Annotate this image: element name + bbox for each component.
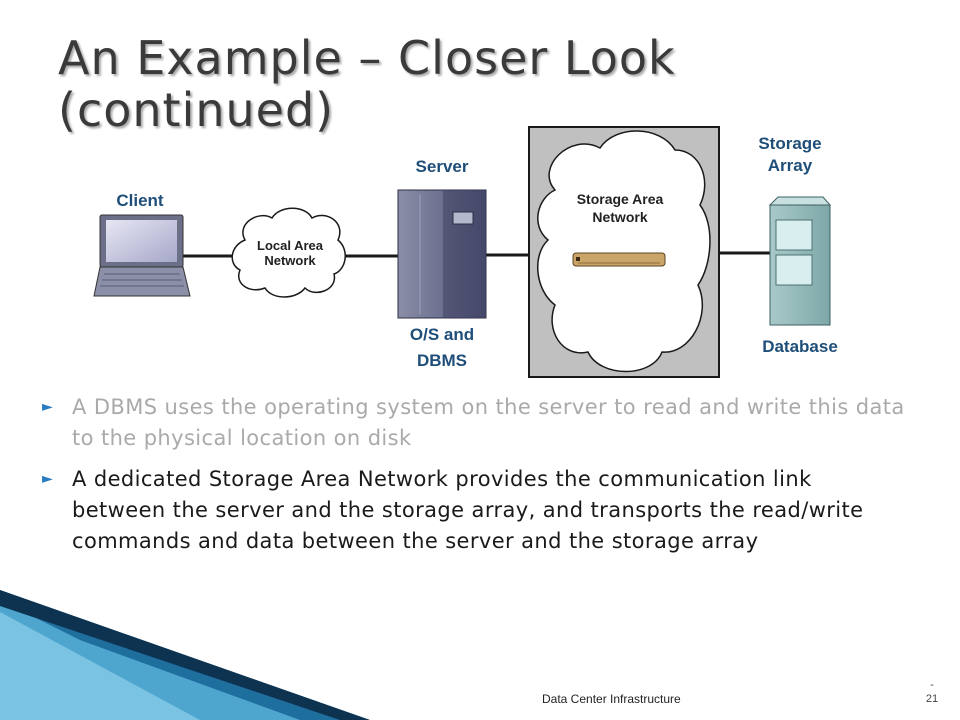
storage-array-label-line2: Array [767,156,813,175]
bullet-item: ► A dedicated Storage Area Network provi… [42,464,912,557]
lan-label-line2: Network [264,253,316,268]
slide-title-line2: (continued) [58,83,335,137]
database-label: Database [762,337,838,356]
san-cloud-icon [537,130,711,373]
slide-title: An Example – Closer Look (continued) [58,32,918,136]
lan-cloud-icon [231,207,346,298]
storage-array-label-line1: Storage [758,134,822,153]
footer-text: Data Center Infrastructure [542,692,681,706]
page-number-value: 21 [925,693,939,705]
slide-title-line1: An Example – Closer Look [58,31,676,85]
bullet-text: A dedicated Storage Area Network provide… [72,467,864,553]
bullet-text: A DBMS uses the operating system on the … [72,395,905,450]
storage-array-label: Storage Array [740,133,840,177]
bullet-arrow-icon: ► [42,399,54,415]
server-sublabel-line2: DBMS [416,351,468,370]
decorative-swoosh [0,590,370,720]
storage-array-icon [768,196,832,326]
san-label: Storage Area Network [545,190,695,226]
laptop-icon [93,214,191,297]
server-sublabel: O/S and DBMS [382,322,502,374]
lan-label: Local Area Network [240,238,340,268]
server-label: Server [415,157,469,176]
bullet-list: ► A DBMS uses the operating system on th… [42,392,912,567]
page-number: - 21 [922,678,942,706]
san-label-line2: Network [592,209,648,225]
server-icon [397,189,487,319]
bullet-item: ► A DBMS uses the operating system on th… [42,392,912,454]
client-label: Client [116,191,164,210]
switch-icon [572,252,666,267]
page-number-prefix: - [930,679,934,691]
server-sublabel-line1: O/S and [409,325,475,344]
bullet-arrow-icon: ► [42,471,54,487]
san-label-line1: Storage Area [576,191,664,207]
lan-label-line1: Local Area [257,238,323,253]
